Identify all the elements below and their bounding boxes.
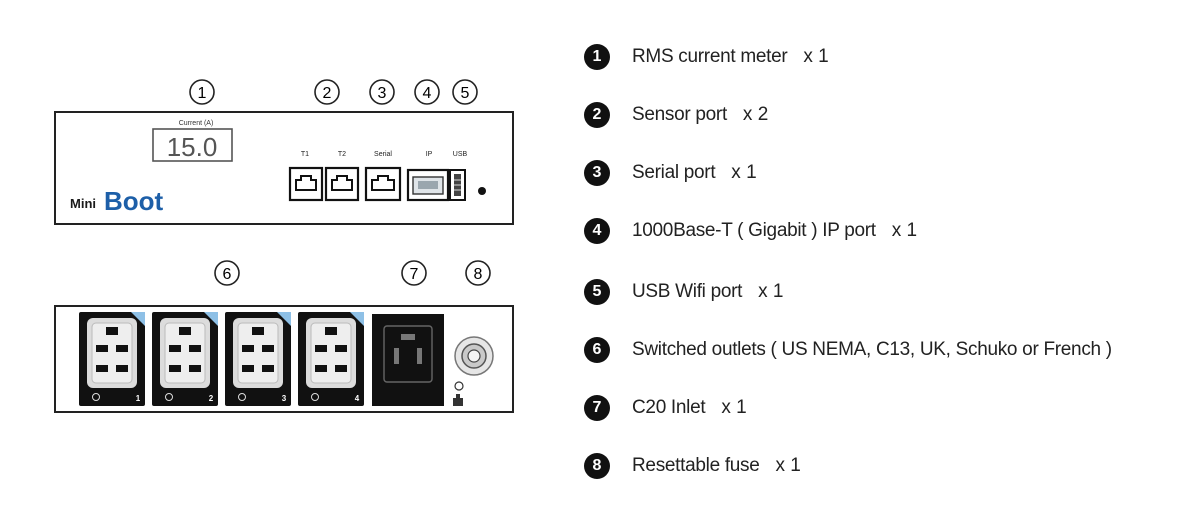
svg-text:3: 3 bbox=[282, 394, 287, 403]
legend-quantity: x 1 bbox=[891, 220, 918, 241]
device-diagram: 1 2 3 4 5 Current (A) 15.0 Mini Boot T1 … bbox=[54, 79, 514, 413]
legend-quantity: x 1 bbox=[775, 455, 801, 476]
svg-text:5: 5 bbox=[461, 85, 470, 102]
legend-label: Switched outlets ( US NEMA, C13, UK, Sch… bbox=[632, 339, 1112, 360]
legend-item-8: 8 Resettable fuse x 1 bbox=[584, 449, 801, 483]
legend-label: Resettable fuse bbox=[632, 455, 760, 476]
current-meter: Current (A) 15.0 bbox=[152, 120, 233, 162]
meter-readout: 15.0 bbox=[167, 132, 218, 162]
legend-label: RMS current meter bbox=[632, 46, 788, 67]
control-panel bbox=[54, 111, 514, 225]
sensor-port-t2 bbox=[324, 166, 360, 202]
legend-item-1: 1 RMS current meter x 1 bbox=[584, 40, 829, 74]
svg-text:3: 3 bbox=[378, 85, 387, 102]
resettable-fuse bbox=[453, 336, 494, 406]
callout-3: 3 bbox=[369, 79, 395, 105]
legend-item-2: 2 Sensor port x 2 bbox=[584, 98, 768, 132]
status-led bbox=[478, 187, 486, 195]
usb-wifi-port bbox=[449, 169, 466, 201]
legend-item-3: 3 Serial port x 1 bbox=[584, 156, 757, 190]
svg-text:4: 4 bbox=[423, 85, 432, 102]
callout-5: 5 bbox=[452, 79, 478, 105]
legend-quantity: x 1 bbox=[758, 281, 784, 302]
legend-number-badge: 5 bbox=[584, 279, 610, 305]
callout-6: 6 bbox=[214, 260, 240, 286]
legend-label: C20 Inlet bbox=[632, 397, 706, 418]
legend-item-7: 7 C20 Inlet x 1 bbox=[584, 391, 747, 425]
legend-number-badge: 2 bbox=[584, 102, 610, 128]
legend-item-6: 6 Switched outlets ( US NEMA, C13, UK, S… bbox=[584, 333, 1112, 367]
legend-label: USB Wifi port bbox=[632, 281, 743, 302]
legend-number-badge: 4 bbox=[584, 218, 610, 244]
legend-label: Sensor port bbox=[632, 104, 727, 125]
port-label-t1: T1 bbox=[301, 151, 309, 158]
gigabit-ip-port bbox=[406, 168, 450, 202]
switched-outlet-2: 2 bbox=[152, 312, 218, 406]
legend-number-badge: 3 bbox=[584, 160, 610, 186]
legend-item-4: 4 1000Base-T ( Gigabit ) IP port x 1 bbox=[584, 214, 917, 248]
svg-text:Current (A): Current (A) bbox=[179, 120, 214, 127]
port-label-ip: IP bbox=[426, 151, 433, 158]
switched-outlet-4: 4 bbox=[298, 312, 364, 406]
legend-number-badge: 1 bbox=[584, 44, 610, 70]
legend-label: 1000Base-T ( Gigabit ) IP port bbox=[632, 220, 876, 241]
switched-outlet-3: 3 bbox=[225, 312, 291, 406]
svg-text:7: 7 bbox=[410, 266, 419, 283]
sensor-port-t1 bbox=[288, 166, 324, 202]
callout-1: 1 bbox=[189, 79, 215, 105]
c20-inlet bbox=[372, 314, 444, 406]
svg-text:1: 1 bbox=[198, 85, 207, 102]
svg-text:1: 1 bbox=[136, 394, 141, 403]
callout-7: 7 bbox=[401, 260, 427, 286]
callout-8: 8 bbox=[465, 260, 491, 286]
svg-text:Boot: Boot bbox=[104, 186, 164, 216]
port-label-serial: Serial bbox=[374, 151, 392, 158]
port-label-t2: T2 bbox=[338, 151, 346, 158]
legend-quantity: x 2 bbox=[742, 104, 769, 125]
svg-text:8: 8 bbox=[474, 266, 483, 283]
legend-item-5: 5 USB Wifi port x 1 bbox=[584, 275, 783, 309]
legend-quantity: x 1 bbox=[721, 397, 747, 418]
legend-quantity: x 1 bbox=[803, 46, 829, 67]
legend-quantity: x 1 bbox=[731, 162, 757, 183]
svg-text:6: 6 bbox=[223, 266, 232, 283]
svg-text:Mini: Mini bbox=[70, 196, 96, 211]
callout-2: 2 bbox=[314, 79, 340, 105]
legend-number-badge: 8 bbox=[584, 453, 610, 479]
svg-text:2: 2 bbox=[209, 394, 214, 403]
legend-number-badge: 7 bbox=[584, 395, 610, 421]
svg-text:2: 2 bbox=[323, 85, 332, 102]
miniboot-logo: Mini Boot bbox=[70, 186, 164, 216]
serial-port bbox=[364, 166, 402, 202]
legend-number-badge: 6 bbox=[584, 337, 610, 363]
port-label-usb: USB bbox=[453, 151, 468, 158]
svg-text:4: 4 bbox=[355, 394, 360, 403]
legend-label: Serial port bbox=[632, 162, 716, 183]
switched-outlet-1: 1 bbox=[79, 312, 145, 406]
callout-4: 4 bbox=[414, 79, 440, 105]
